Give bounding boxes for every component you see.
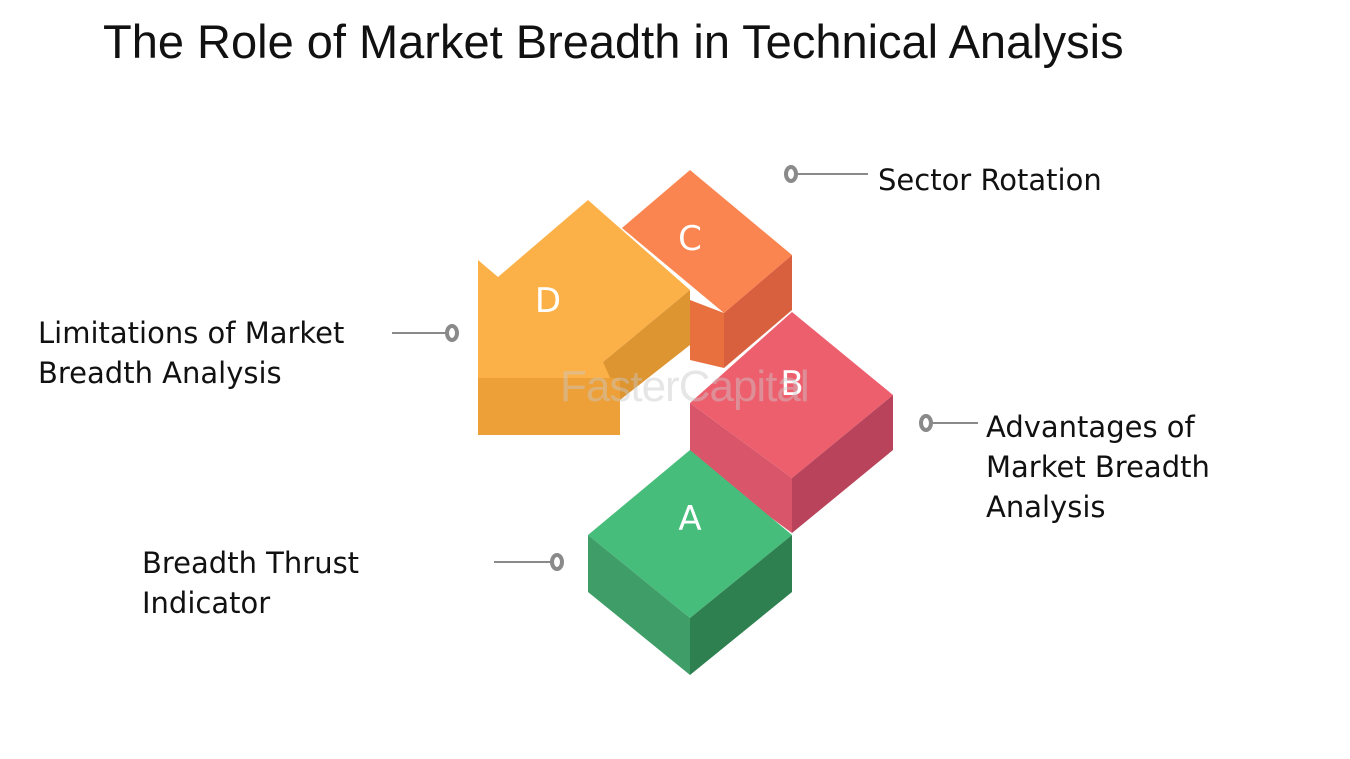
block-c: C	[622, 170, 792, 368]
label-line: Breadth Thrust	[142, 546, 360, 580]
connector-b	[919, 414, 978, 432]
label-line: Indicator	[142, 586, 271, 620]
label-limitations: Limitations of Market Breadth Analysis	[38, 313, 344, 393]
watermark: FasterCapital	[560, 362, 810, 411]
label-line: Breadth Analysis	[38, 356, 282, 390]
block-d-arrow: D	[478, 200, 690, 435]
label-line: Limitations of Market	[38, 316, 345, 350]
label-advantages: Advantages of Market Breadth Analysis	[986, 407, 1210, 527]
block-b-letter: B	[780, 364, 803, 404]
connector-a	[494, 553, 564, 571]
block-a: A	[588, 450, 792, 675]
label-line: Market Breadth	[986, 450, 1210, 484]
block-a-letter: A	[678, 499, 701, 539]
block-d-letter: D	[535, 281, 561, 321]
label-breadth-thrust: Breadth Thrust Indicator	[142, 543, 359, 623]
page-title: The Role of Market Breadth in Technical …	[103, 15, 1124, 68]
label-sector-rotation: Sector Rotation	[878, 160, 1102, 200]
connector-d	[392, 324, 459, 342]
block-c-letter: C	[678, 219, 702, 259]
block-b: B	[690, 312, 893, 533]
label-line: Advantages of	[986, 410, 1195, 444]
connector-c	[784, 165, 868, 183]
label-line: Analysis	[986, 490, 1106, 524]
label-line: Sector Rotation	[878, 163, 1102, 197]
